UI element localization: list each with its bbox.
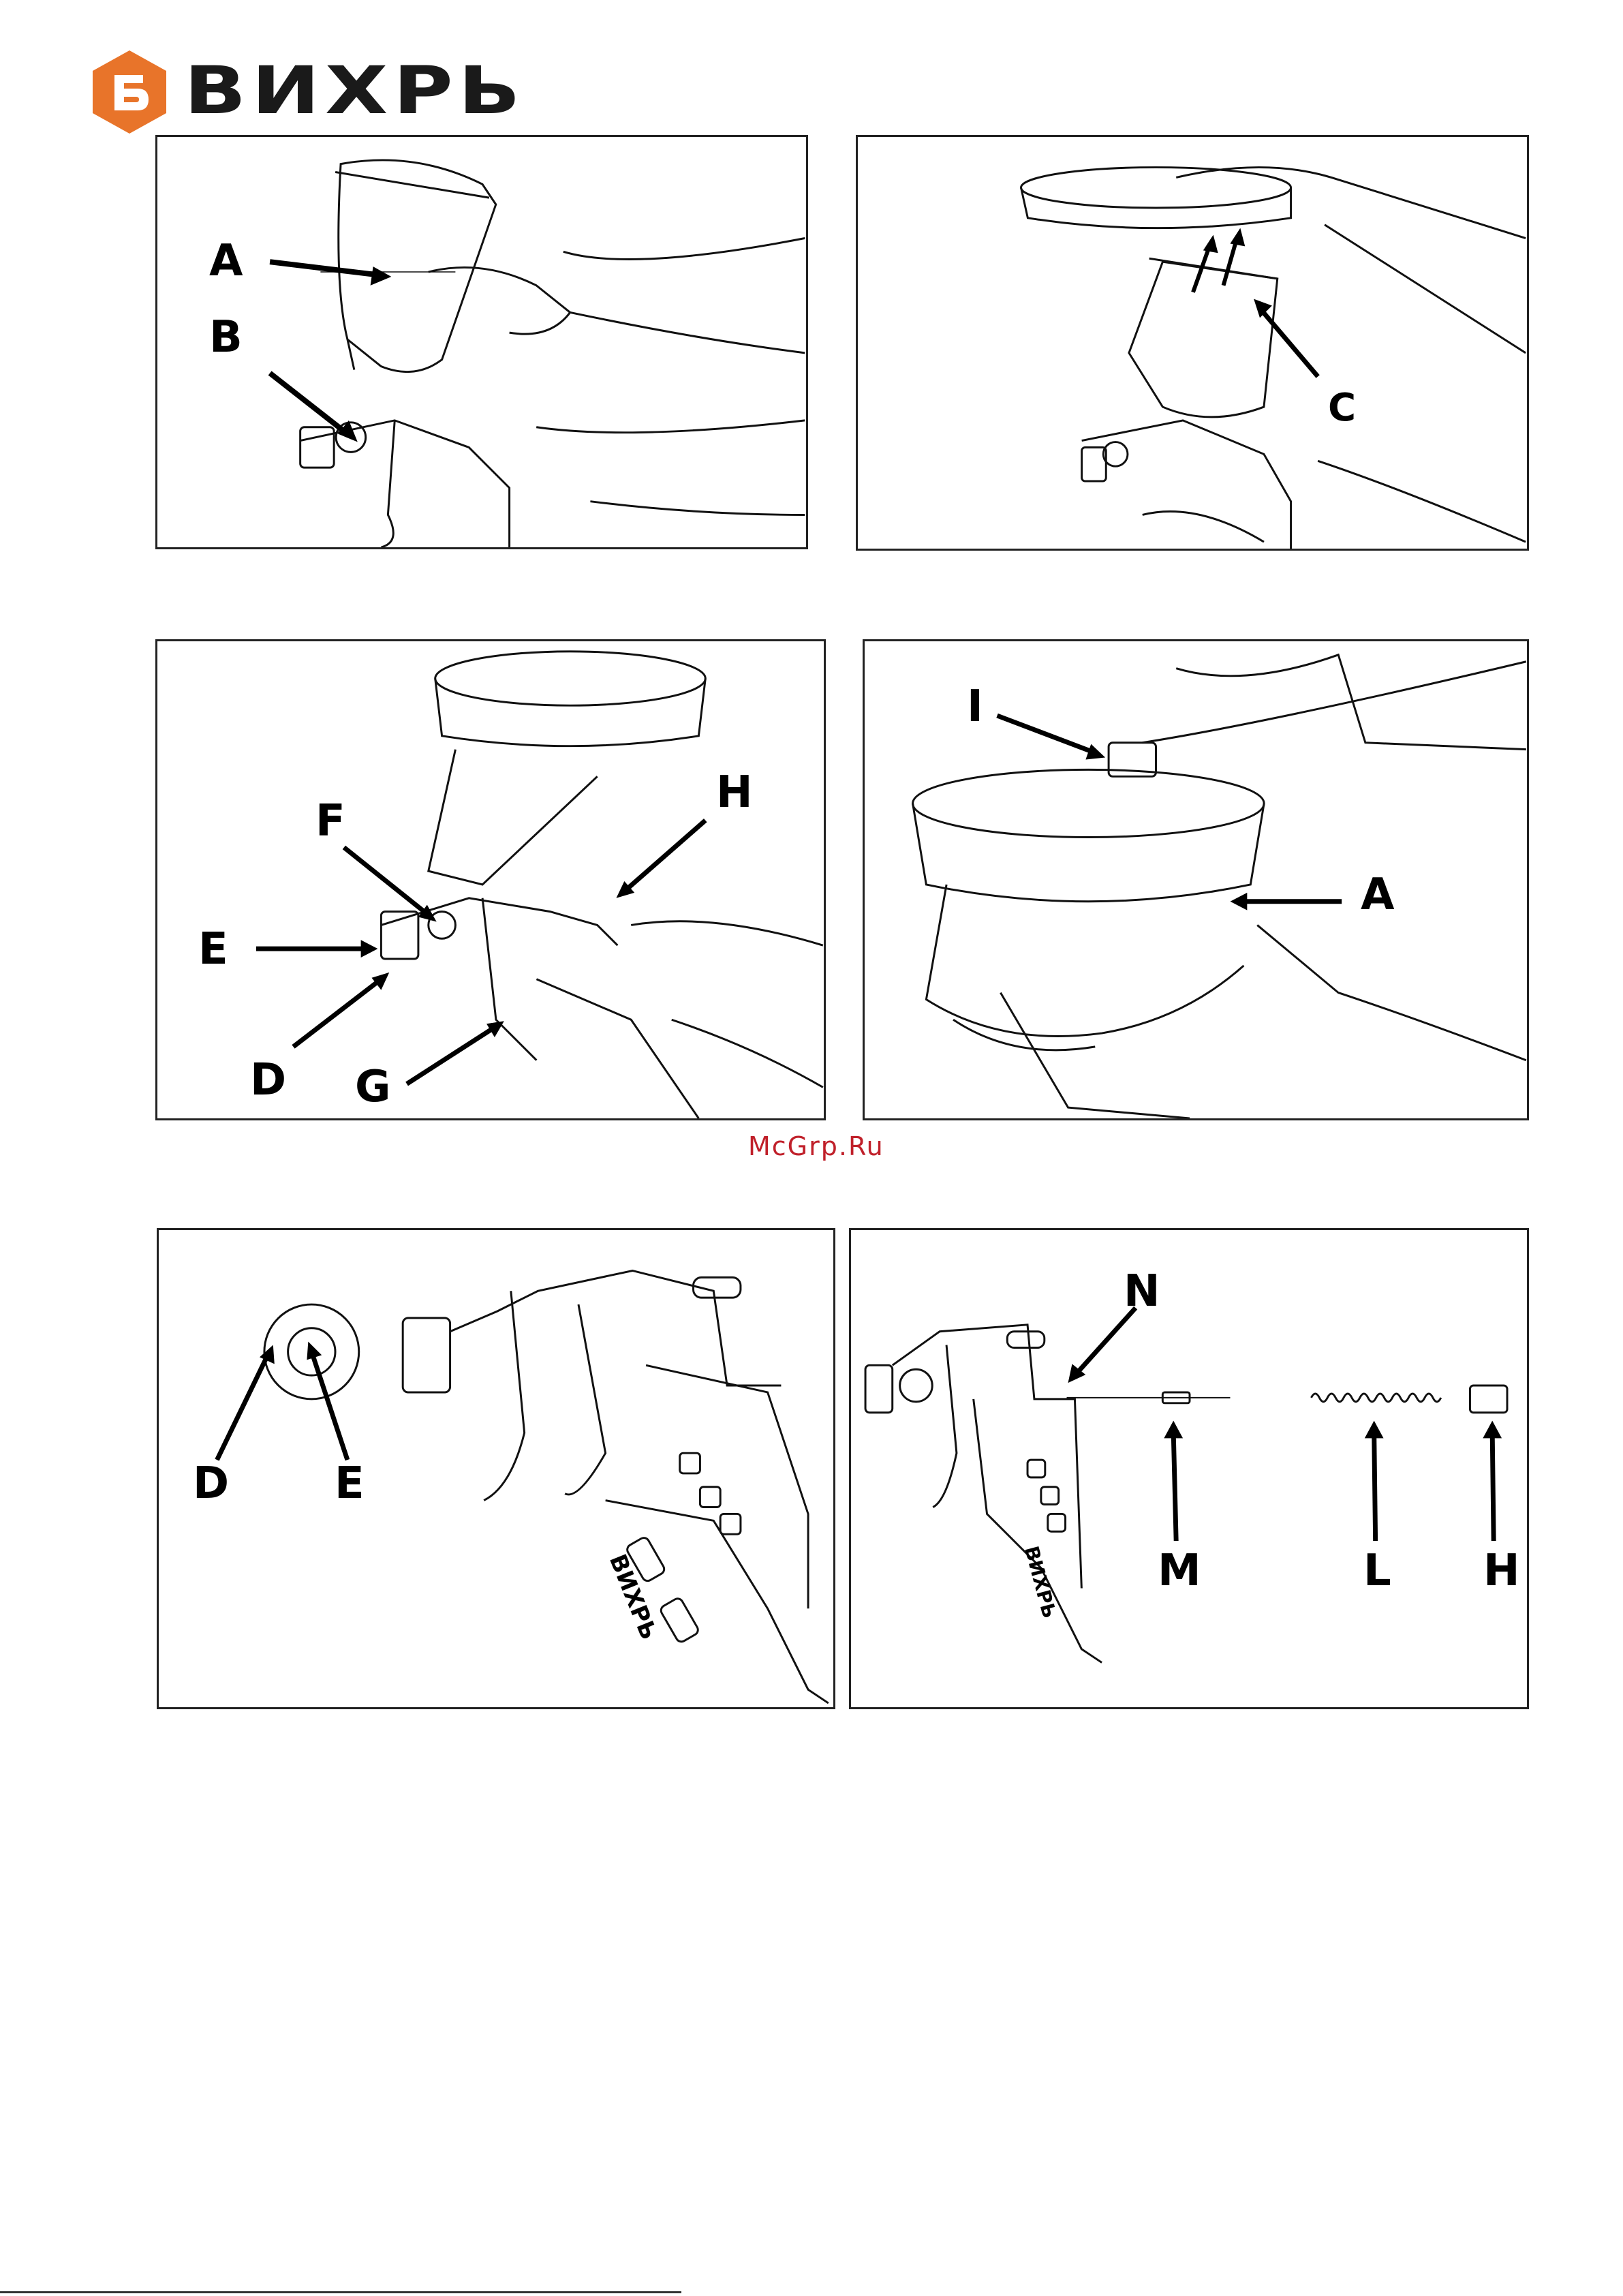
callout-label-c: C: [1328, 389, 1356, 427]
callout-label-h: H: [716, 771, 753, 814]
figure-panel-3: F H E D G: [155, 639, 826, 1120]
callout-label-d: D: [193, 1462, 229, 1505]
callout-label-n: N: [1124, 1270, 1160, 1313]
brand-name: ВИХРЬ: [184, 53, 525, 128]
callout-label-h: H: [1483, 1549, 1520, 1593]
cup-lid-illustration: [858, 137, 1527, 549]
figure-panel-4: I A: [863, 639, 1529, 1120]
gun-parts-illustration: [851, 1230, 1527, 1707]
figure-panel-1: A B: [155, 135, 808, 549]
callout-label-f: F: [315, 799, 345, 843]
figure-panel-6: N M L H ВИХРЬ: [849, 1228, 1529, 1709]
callout-label-a: A: [1361, 873, 1395, 917]
paint-cup-attach-illustration: [157, 137, 806, 547]
callout-label-m: M: [1158, 1549, 1201, 1593]
watermark-text: McGrp.Ru: [748, 1131, 884, 1161]
callout-label-a: A: [209, 239, 243, 283]
figure-panel-2: C: [856, 135, 1529, 551]
brand-logo: ВИХРЬ: [89, 48, 457, 136]
callout-label-g: G: [355, 1065, 391, 1109]
figure-panel-5: D E ВИХРЬ: [157, 1228, 835, 1709]
callout-label-b: B: [209, 316, 243, 359]
brand-b-hexagon-icon: [89, 48, 170, 136]
cup-cap-illustration: [865, 641, 1527, 1118]
nozzle-and-gun-illustration: [159, 1230, 833, 1707]
footer-divider: [0, 2291, 681, 2293]
spray-gun-controls-illustration: [157, 641, 824, 1118]
callout-label-l: L: [1363, 1549, 1391, 1593]
callout-label-e: E: [198, 928, 228, 971]
callout-label-i: I: [967, 685, 983, 729]
callout-label-e: E: [335, 1462, 365, 1505]
callout-label-d: D: [250, 1058, 286, 1102]
